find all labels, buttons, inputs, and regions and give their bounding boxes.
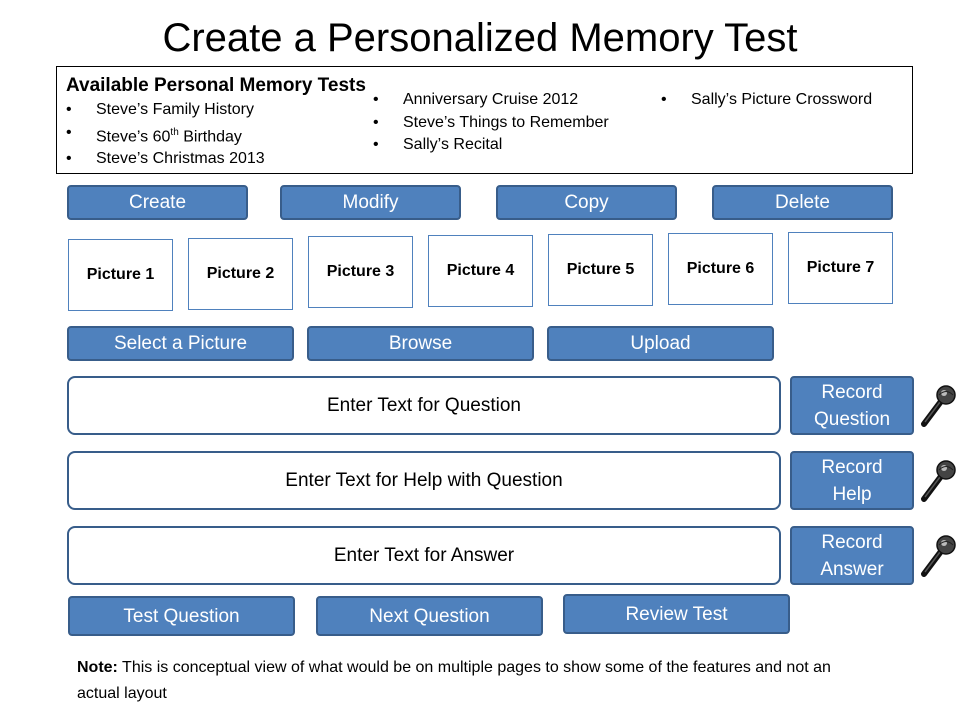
test-item-60th-birthday[interactable]: Steve’s 60th Birthday <box>66 122 265 149</box>
modify-button[interactable]: Modify <box>280 185 461 220</box>
picture-2[interactable]: Picture 2 <box>188 238 293 310</box>
available-tests-panel: Available Personal Memory Tests Steve’s … <box>56 66 913 174</box>
test-item-sally-recital[interactable]: Sally’s Recital <box>373 134 609 157</box>
test-item-family-history[interactable]: Steve’s Family History <box>66 99 265 122</box>
picture-6[interactable]: Picture 6 <box>668 233 773 305</box>
delete-button[interactable]: Delete <box>712 185 893 220</box>
review-test-button[interactable]: Review Test <box>563 594 790 634</box>
test-item-things-to-remember[interactable]: Steve’s Things to Remember <box>373 112 609 135</box>
record-help-button[interactable]: Record Help <box>790 451 914 510</box>
question-text-field[interactable]: Enter Text for Question <box>67 376 781 435</box>
next-question-button[interactable]: Next Question <box>316 596 543 636</box>
tests-column-2: Anniversary Cruise 2012 Steve’s Things t… <box>373 89 609 157</box>
create-button[interactable]: Create <box>67 185 248 220</box>
microphone-icon[interactable] <box>918 532 958 580</box>
picture-5[interactable]: Picture 5 <box>548 234 653 306</box>
picture-3[interactable]: Picture 3 <box>308 236 413 308</box>
picture-1[interactable]: Picture 1 <box>68 239 173 311</box>
answer-text-field[interactable]: Enter Text for Answer <box>67 526 781 585</box>
select-picture-button[interactable]: Select a Picture <box>67 326 294 361</box>
upload-button[interactable]: Upload <box>547 326 774 361</box>
tests-column-1: Steve’s Family History Steve’s 60th Birt… <box>66 99 265 171</box>
microphone-icon[interactable] <box>918 457 958 505</box>
browse-button[interactable]: Browse <box>307 326 534 361</box>
microphone-icon[interactable] <box>918 382 958 430</box>
test-item-picture-crossword[interactable]: Sally’s Picture Crossword <box>661 89 872 112</box>
picture-4[interactable]: Picture 4 <box>428 235 533 307</box>
test-item-anniversary-cruise[interactable]: Anniversary Cruise 2012 <box>373 89 609 112</box>
record-question-button[interactable]: Record Question <box>790 376 914 435</box>
picture-7[interactable]: Picture 7 <box>788 232 893 304</box>
note-text: Note: This is conceptual view of what wo… <box>77 659 831 702</box>
test-item-christmas-2013[interactable]: Steve’s Christmas 2013 <box>66 148 265 171</box>
tests-column-3: Sally’s Picture Crossword <box>661 89 872 112</box>
help-text-field[interactable]: Enter Text for Help with Question <box>67 451 781 510</box>
page-title: Create a Personalized Memory Test <box>162 16 798 60</box>
available-tests-heading: Available Personal Memory Tests <box>66 75 366 96</box>
record-answer-button[interactable]: Record Answer <box>790 526 914 585</box>
copy-button[interactable]: Copy <box>496 185 677 220</box>
test-question-button[interactable]: Test Question <box>68 596 295 636</box>
